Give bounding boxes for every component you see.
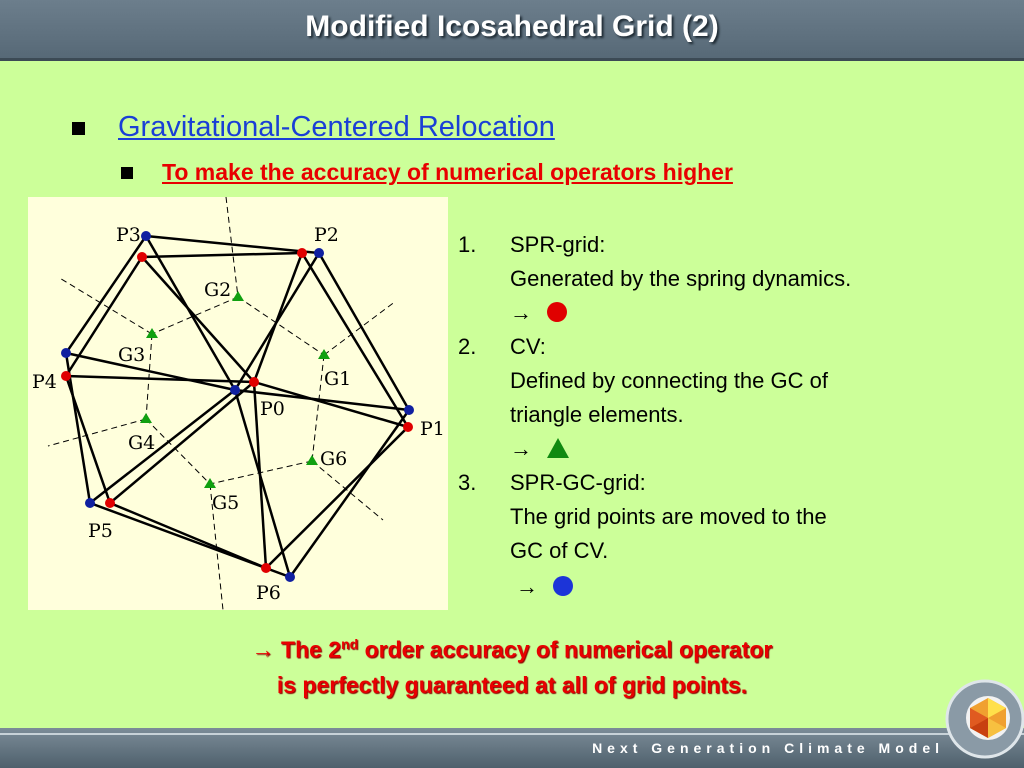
list-title: CV: [510,334,546,359]
section-subheading: To make the accuracy of numerical operat… [162,159,733,185]
list-number: 2. [458,334,477,359]
list-title: SPR-GC-grid: [510,470,646,495]
bullet-square [72,122,85,135]
label-p1: P1 [420,418,445,440]
red-circle-icon [547,302,568,322]
arrow-icon: → [251,636,275,663]
list-desc: GC of CV. [510,538,609,563]
label-g6: G6 [320,448,347,470]
label-p2: P2 [314,224,339,246]
green-points [140,291,330,488]
arrow-icon: → [510,300,532,325]
label-g4: G4 [128,432,155,454]
footer-title: Next Generation Climate Model [592,740,944,756]
green-triangle-icon [547,438,570,458]
list-number: 1. [458,232,477,257]
triangle-edges [64,234,411,579]
grid-diagram: P3 P2 P4 P0 P1 P5 P6 G2 G3 G1 G4 G6 G5 [28,196,448,611]
list-desc: The grid points are moved to the [510,504,827,529]
conclusion-line-2: is perfectly guaranteed at all of grid p… [276,672,748,698]
blue-circle-icon [553,576,574,596]
label-p0: P0 [260,398,285,420]
label-g1: G1 [324,368,351,390]
section-heading: Gravitational-Centered Relocation [118,111,555,143]
title-bar: Modified Icosahedral Grid (2) [0,0,1024,60]
label-g5: G5 [212,492,239,514]
label-p5: P5 [88,520,113,542]
slide-title: Modified Icosahedral Grid (2) [305,10,719,43]
list-number: 3. [458,470,477,495]
list-desc: Generated by the spring dynamics. [510,266,852,291]
list-arrow: → [510,432,570,466]
list-arrow: → [516,570,574,604]
label-p4: P4 [32,371,57,393]
title-divider [0,58,1024,61]
list-arrow: → [510,296,568,330]
list-desc: Defined by connecting the GC of [510,368,828,393]
conclusion-line-1: → The 2nd order accuracy of numerical op… [251,636,773,663]
label-g3: G3 [118,344,145,366]
red-points [61,248,413,573]
footer-divider [0,733,1024,735]
arrow-icon: → [516,574,538,599]
globe-logo-icon [945,679,1024,759]
arrow-icon: → [510,436,532,461]
bullet-square [121,167,133,179]
label-g2: G2 [204,279,231,301]
label-p3: P3 [116,224,141,246]
icosahedral-grid-figure: P3 P2 P4 P0 P1 P5 P6 G2 G3 G1 G4 G6 G5 [32,196,445,611]
list-title: SPR-grid: [510,232,606,257]
label-p6: P6 [256,582,281,604]
blue-points [61,231,414,582]
list-desc: triangle elements. [510,402,684,427]
